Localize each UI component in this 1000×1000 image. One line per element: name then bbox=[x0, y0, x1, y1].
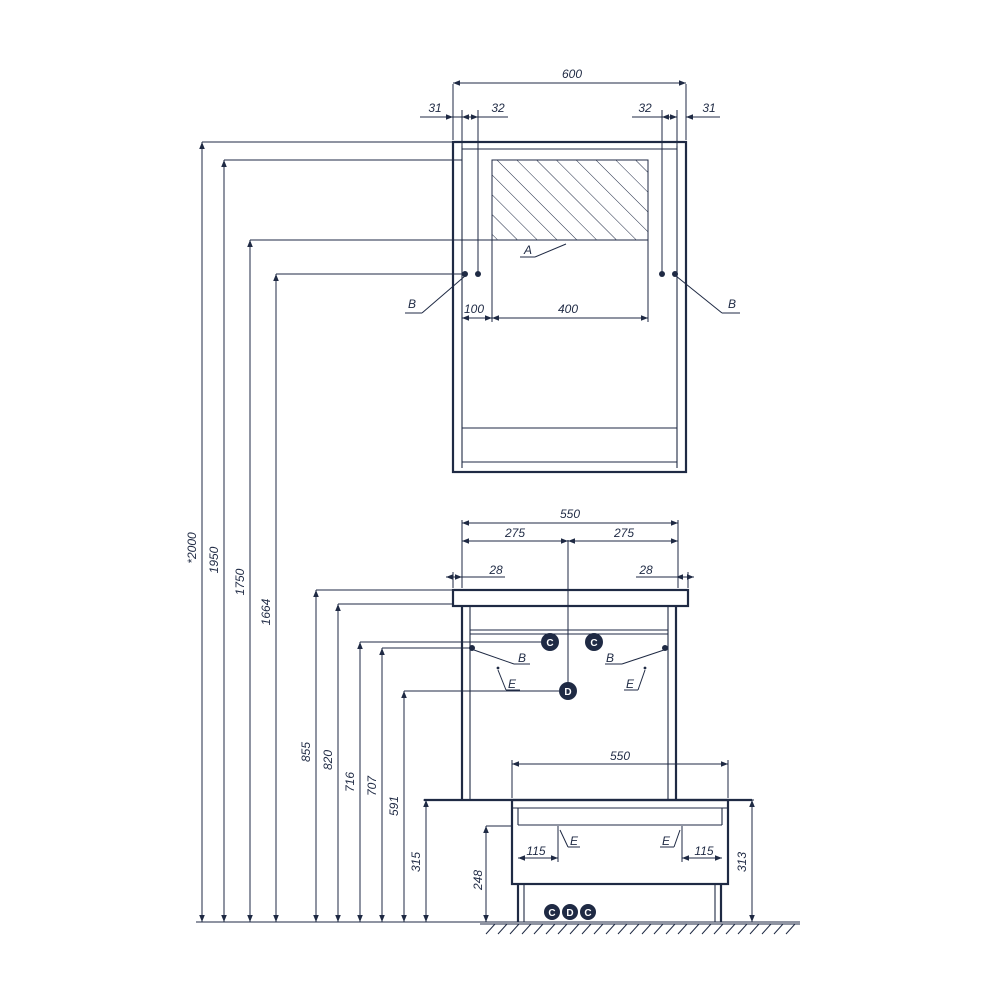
dim-550-cabinet: 550 275 275 bbox=[461, 507, 679, 692]
floor-hatch-tick bbox=[533, 923, 544, 935]
svg-text:C: C bbox=[546, 638, 553, 649]
dim-315-label: 315 bbox=[409, 852, 423, 872]
floor-line bbox=[196, 921, 800, 935]
dim-275-left-label: 275 bbox=[504, 526, 525, 540]
dim-28-left-label: 28 bbox=[488, 563, 503, 577]
dim-820-label: 820 bbox=[321, 750, 335, 770]
countertop bbox=[451, 588, 690, 608]
dim-115: 115 115 E E bbox=[518, 826, 722, 862]
label-a: A bbox=[523, 243, 532, 257]
legend-marker-c-right bbox=[580, 904, 596, 920]
floor-hatch-tick bbox=[581, 923, 592, 935]
dim-100-400: 100 400 bbox=[462, 240, 649, 322]
label-b-low-right: B bbox=[606, 651, 614, 665]
floor-hatch-tick bbox=[509, 923, 520, 935]
floor-hatch-tick bbox=[557, 923, 568, 935]
dim-313-label: 313 bbox=[735, 852, 749, 872]
dim-600: 600 bbox=[452, 67, 687, 140]
dim-591-label: 591 bbox=[387, 796, 401, 816]
svg-text:C: C bbox=[548, 908, 555, 919]
dim-2000-label: *2000 bbox=[185, 532, 199, 564]
dim-550-drawer-label: 550 bbox=[610, 749, 630, 763]
floor-hatch-tick bbox=[605, 923, 616, 935]
leader-a: A bbox=[520, 243, 567, 258]
floor-hatch-tick bbox=[713, 923, 724, 935]
dim-115-right-label: 115 bbox=[694, 844, 713, 858]
floor-hatch-tick bbox=[485, 923, 496, 935]
dim-31-right-label: 31 bbox=[702, 101, 715, 115]
dim-28: 28 28 bbox=[446, 563, 694, 588]
top-cabinet-outer bbox=[451, 140, 688, 474]
marker-c-left bbox=[541, 633, 559, 651]
hatched-area-a bbox=[491, 159, 649, 241]
vertical-dimensions: *2000 1950 1750 1664 855 820 716 707 591… bbox=[185, 141, 755, 922]
floor-hatch-tick bbox=[521, 923, 532, 935]
dim-550-cabinet-label: 550 bbox=[560, 507, 580, 521]
dim-115-left-label: 115 bbox=[526, 844, 545, 858]
floor-hatch-tick bbox=[773, 923, 784, 935]
dim-707-label: 707 bbox=[365, 775, 379, 796]
dim-550-drawer: 550 bbox=[511, 749, 729, 798]
floor-hatch-tick bbox=[737, 923, 748, 935]
floor-hatch-tick bbox=[665, 923, 676, 935]
dim-400-label: 400 bbox=[558, 302, 578, 316]
dim-248-label: 248 bbox=[471, 870, 485, 891]
svg-text:C: C bbox=[584, 908, 591, 919]
floor-hatch-tick bbox=[617, 923, 628, 935]
label-e-drawer-right: E bbox=[662, 834, 671, 848]
lower-cabinet bbox=[451, 588, 690, 800]
dim-275-right-label: 275 bbox=[613, 526, 634, 540]
dim-1750-label: 1750 bbox=[233, 568, 247, 595]
floor-hatch-tick bbox=[497, 923, 508, 935]
floor-hatch-tick bbox=[641, 923, 652, 935]
legend-marker-d bbox=[562, 904, 578, 920]
marker-d bbox=[559, 682, 577, 700]
floor-hatch-tick bbox=[653, 923, 664, 935]
floor-hatch-tick bbox=[593, 923, 604, 935]
dim-1664-label: 1664 bbox=[259, 598, 273, 625]
label-e-low-right: E bbox=[626, 677, 635, 691]
floor-hatch-tick bbox=[785, 923, 796, 935]
svg-text:D: D bbox=[566, 908, 573, 919]
dim-1950-label: 1950 bbox=[207, 546, 221, 573]
label-b-top-left: B bbox=[408, 297, 416, 311]
floor-hatch-tick bbox=[629, 923, 640, 935]
floor-hatch-tick bbox=[761, 923, 772, 935]
dim-716-label: 716 bbox=[343, 772, 357, 792]
dim-32-left-label: 32 bbox=[491, 101, 505, 115]
dim-600-label: 600 bbox=[562, 67, 582, 81]
mount-point-b-low-right bbox=[662, 645, 668, 651]
markers-cd: C C D bbox=[541, 633, 603, 700]
dim-31-32-left: 31 32 bbox=[420, 101, 508, 274]
marker-c-right bbox=[585, 633, 603, 651]
legend-marker-c-left bbox=[544, 904, 560, 920]
floor-hatch-tick bbox=[749, 923, 760, 935]
dim-100-label: 100 bbox=[464, 302, 484, 316]
dim-31-left-label: 31 bbox=[428, 101, 441, 115]
label-e-low-left: E bbox=[508, 677, 517, 691]
drawer-unit bbox=[423, 798, 753, 922]
dim-32-right-label: 32 bbox=[638, 101, 652, 115]
label-b-low-left: B bbox=[518, 651, 526, 665]
floor-hatch-tick bbox=[569, 923, 580, 935]
dim-855-label: 855 bbox=[299, 742, 313, 762]
drawer-box bbox=[510, 798, 730, 886]
floor-hatch-tick bbox=[725, 923, 736, 935]
floor-hatch-tick bbox=[545, 923, 556, 935]
leaders-lower: B B E E bbox=[473, 649, 665, 691]
dim-28-right-label: 28 bbox=[638, 563, 653, 577]
label-e-drawer-left: E bbox=[570, 834, 579, 848]
leader-b-top: B B bbox=[405, 275, 740, 314]
label-b-top-right: B bbox=[728, 297, 736, 311]
floor-hatch-tick bbox=[689, 923, 700, 935]
svg-text:C: C bbox=[590, 638, 597, 649]
floor-hatch-tick bbox=[701, 923, 712, 935]
dim-32-31-right: 32 31 bbox=[632, 101, 720, 274]
svg-text:D: D bbox=[564, 687, 571, 698]
floor-hatch-tick bbox=[677, 923, 688, 935]
floor-hatch bbox=[485, 923, 796, 935]
legend-markers: C D C bbox=[544, 904, 596, 920]
